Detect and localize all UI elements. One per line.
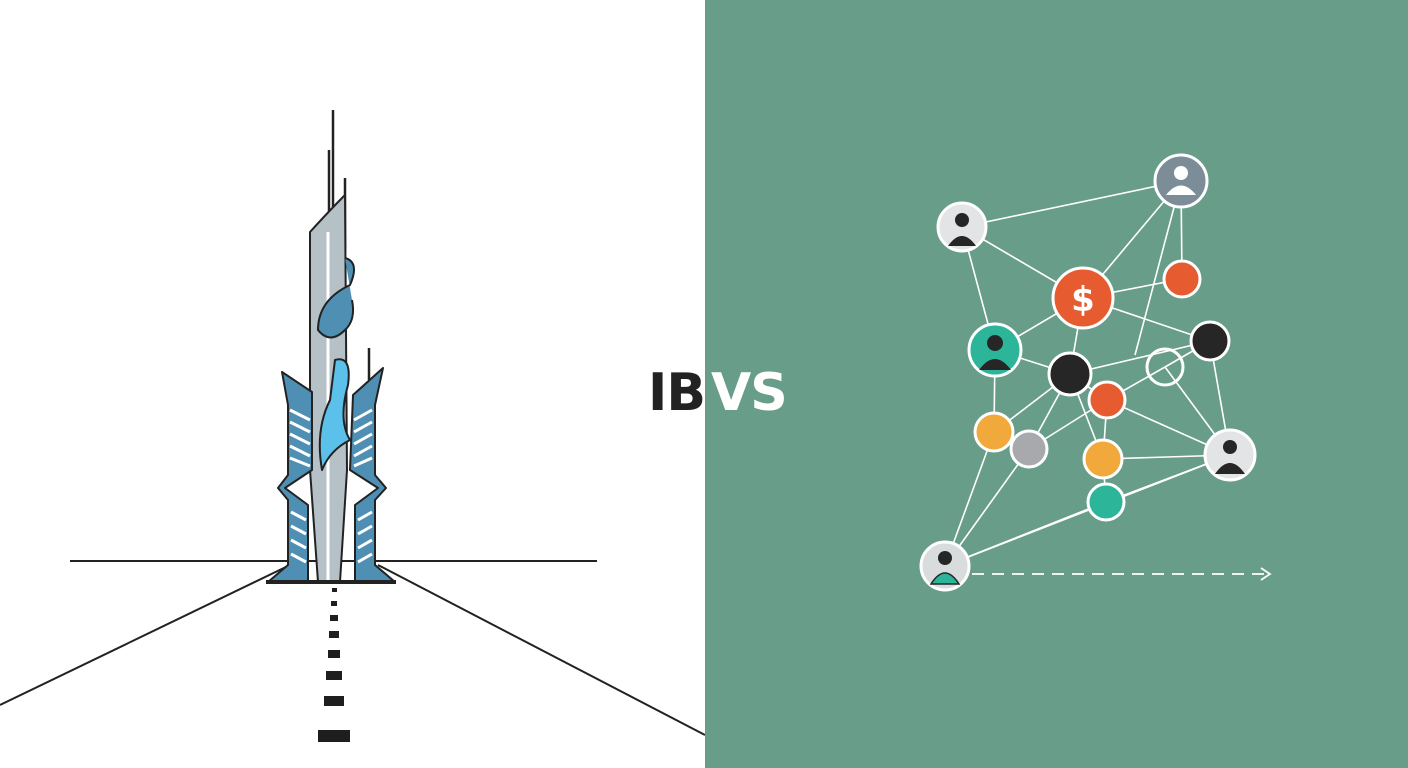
title-right-part: VS [711,363,788,423]
left-panel [0,110,705,742]
tower-scene [0,110,705,742]
road-dashes [318,588,350,742]
node-teal [1086,482,1126,522]
network-scene: $ [705,0,1408,768]
node-black [1047,351,1093,397]
right-panel: $ [705,0,1408,768]
node-black [1189,320,1231,362]
person-icon [1153,153,1209,209]
title-left-part: IB [648,363,705,423]
tower [267,110,396,583]
person-icon [1203,428,1257,482]
road-right-edge [377,564,705,736]
road-left-edge [0,564,291,706]
node-amber [973,411,1015,453]
person-icon [936,201,988,253]
node-orange [1087,380,1127,420]
node-orange [1162,259,1202,299]
dashed-arrow-right [972,567,1272,581]
node-gray [1009,429,1049,469]
person-icon [919,540,971,592]
node-amber [1082,438,1124,480]
node-empty [1145,347,1185,387]
tower-wing-stripes [289,408,373,564]
dollar-hub-node: $ [1051,266,1115,330]
person-icon [967,322,1023,378]
tower-base [266,580,396,584]
network-nodes [973,259,1231,522]
dollar-sign: $ [1071,280,1095,320]
